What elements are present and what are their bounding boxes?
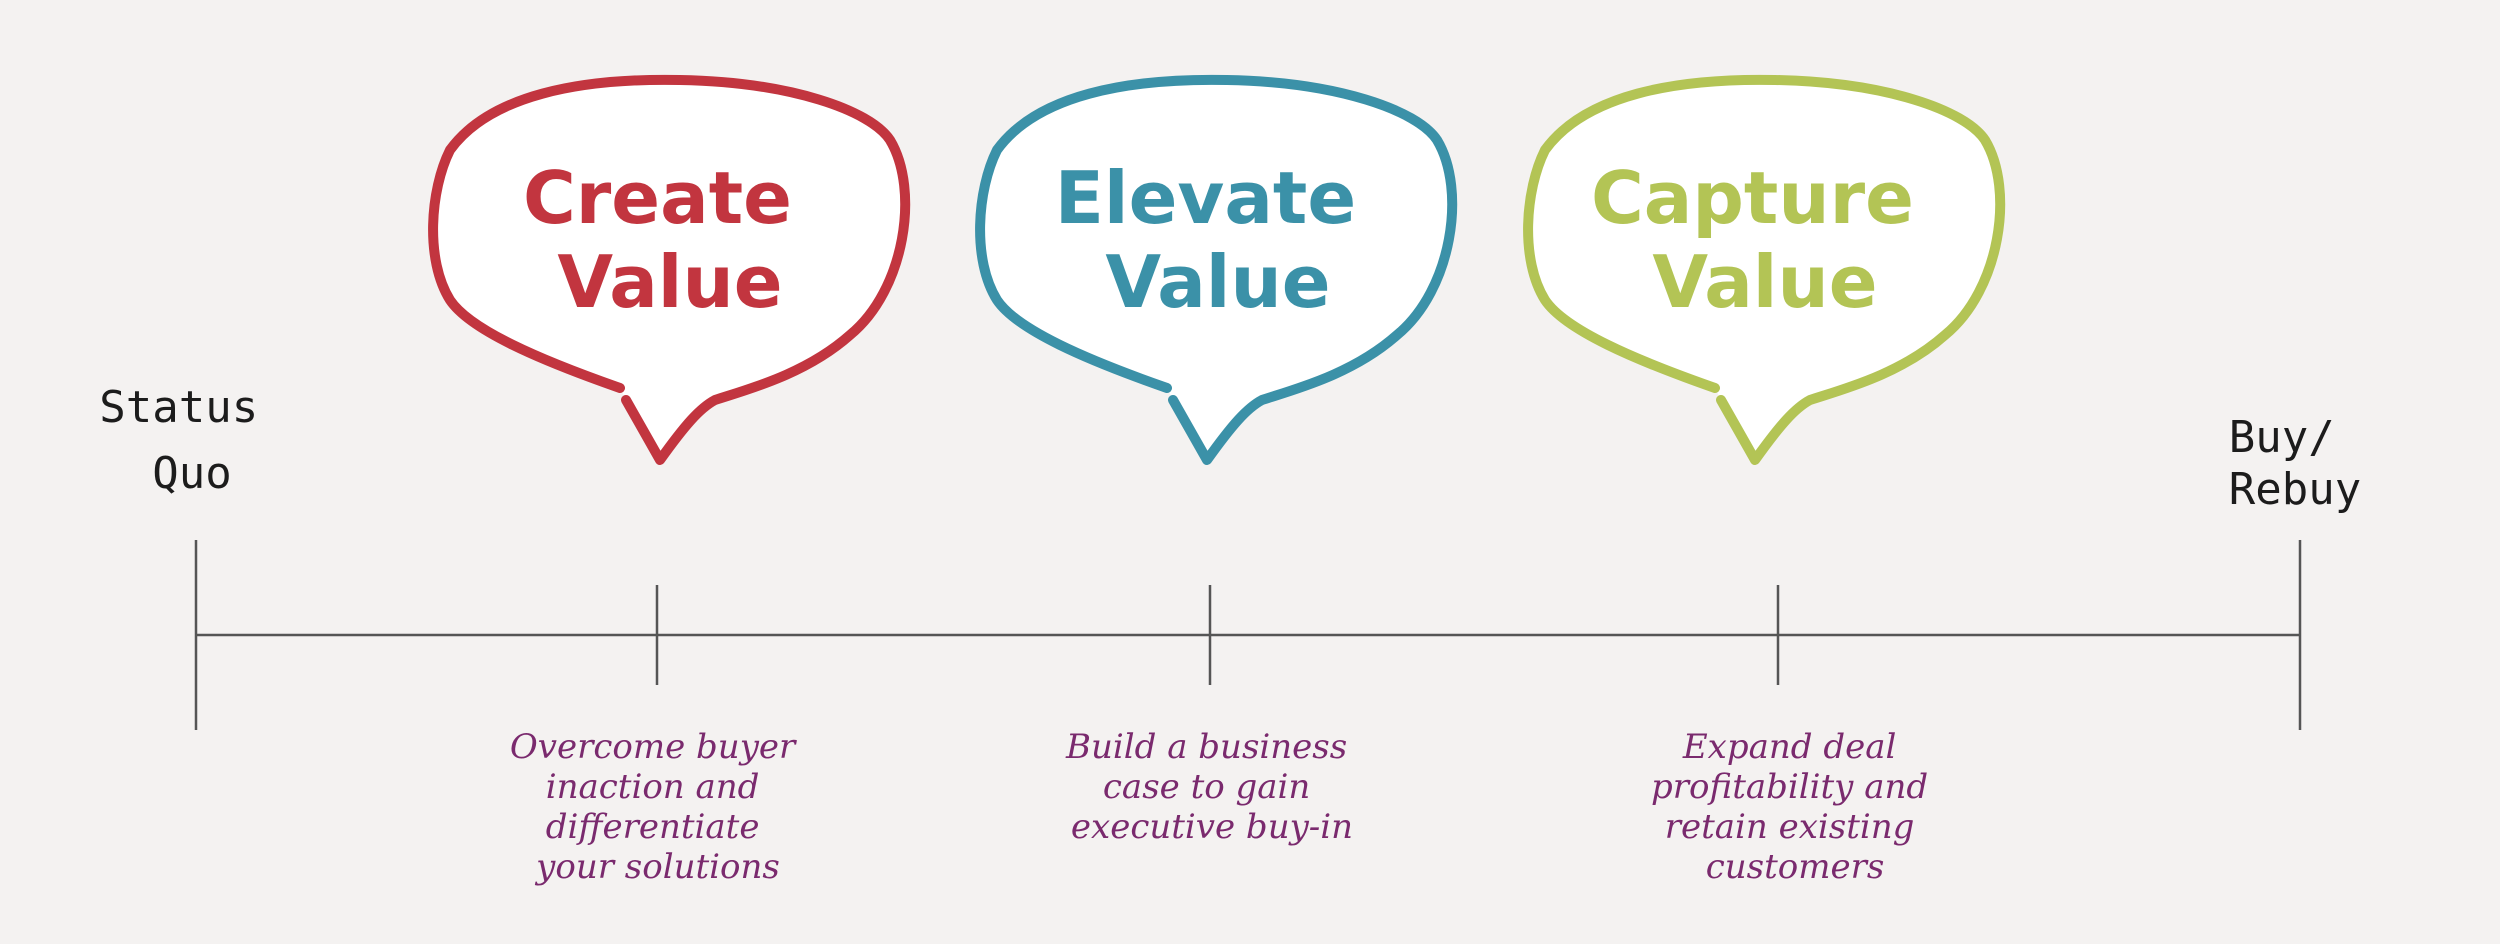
end-label: Buy/ Rebuy [2229, 412, 2361, 515]
start-label: Status Quo [99, 382, 284, 499]
stage-elevate-value: Elevate Value Build a business case to g… [975, 74, 1458, 847]
end-label-line-2: Rebuy [2229, 464, 2361, 515]
speech-bubble-create [428, 74, 911, 465]
speech-bubble-capture [1523, 74, 2006, 465]
stage-title-elevate-line-2: Value [1105, 240, 1330, 324]
stage-description-capture: Expand deal profitability and retain exi… [1651, 727, 1939, 887]
stage-create-value: Create Value Overcome buyer inaction and… [428, 74, 911, 887]
start-label-line-1: Status [99, 382, 258, 433]
stage-title-elevate: Elevate Value [1055, 156, 1382, 324]
stage-description-capture-line-4: customers [1706, 847, 1885, 887]
speech-bubble-elevate [975, 74, 1458, 465]
end-label-line-1: Buy/ [2229, 412, 2335, 463]
stage-title-elevate-line-1: Elevate [1055, 156, 1356, 240]
stage-description-capture-line-3: retain existing [1665, 807, 1915, 847]
stage-description-create: Overcome buyer inaction and differentiat… [510, 727, 806, 887]
stage-title-capture: Capture Value [1591, 156, 1939, 324]
timeline [194, 540, 2302, 730]
stage-description-create-line-4: your solutions [534, 847, 780, 887]
start-label-line-2: Quo [152, 448, 231, 499]
stage-description-elevate-line-3: executive buy-in [1071, 807, 1353, 847]
stage-title-create: Create Value [523, 156, 817, 324]
stage-description-elevate-line-2: case to gain [1103, 767, 1310, 807]
stage-title-capture-line-1: Capture [1591, 156, 1914, 240]
stage-description-elevate: Build a business case to gain executive … [1065, 727, 1358, 847]
stage-capture-value: Capture Value Expand deal profitability … [1523, 74, 2006, 887]
stage-title-create-line-2: Value [557, 240, 782, 324]
stage-title-capture-line-2: Value [1652, 240, 1877, 324]
stage-description-create-line-1: Overcome buyer [510, 727, 797, 767]
stage-description-elevate-line-1: Build a business [1065, 727, 1347, 767]
stage-description-capture-line-1: Expand deal [1682, 727, 1897, 767]
stage-description-create-line-3: differentiate [546, 807, 760, 847]
stage-description-capture-line-2: profitability and [1651, 767, 1928, 807]
stage-title-create-line-1: Create [523, 156, 792, 240]
stage-description-create-line-2: inaction and [546, 767, 760, 807]
